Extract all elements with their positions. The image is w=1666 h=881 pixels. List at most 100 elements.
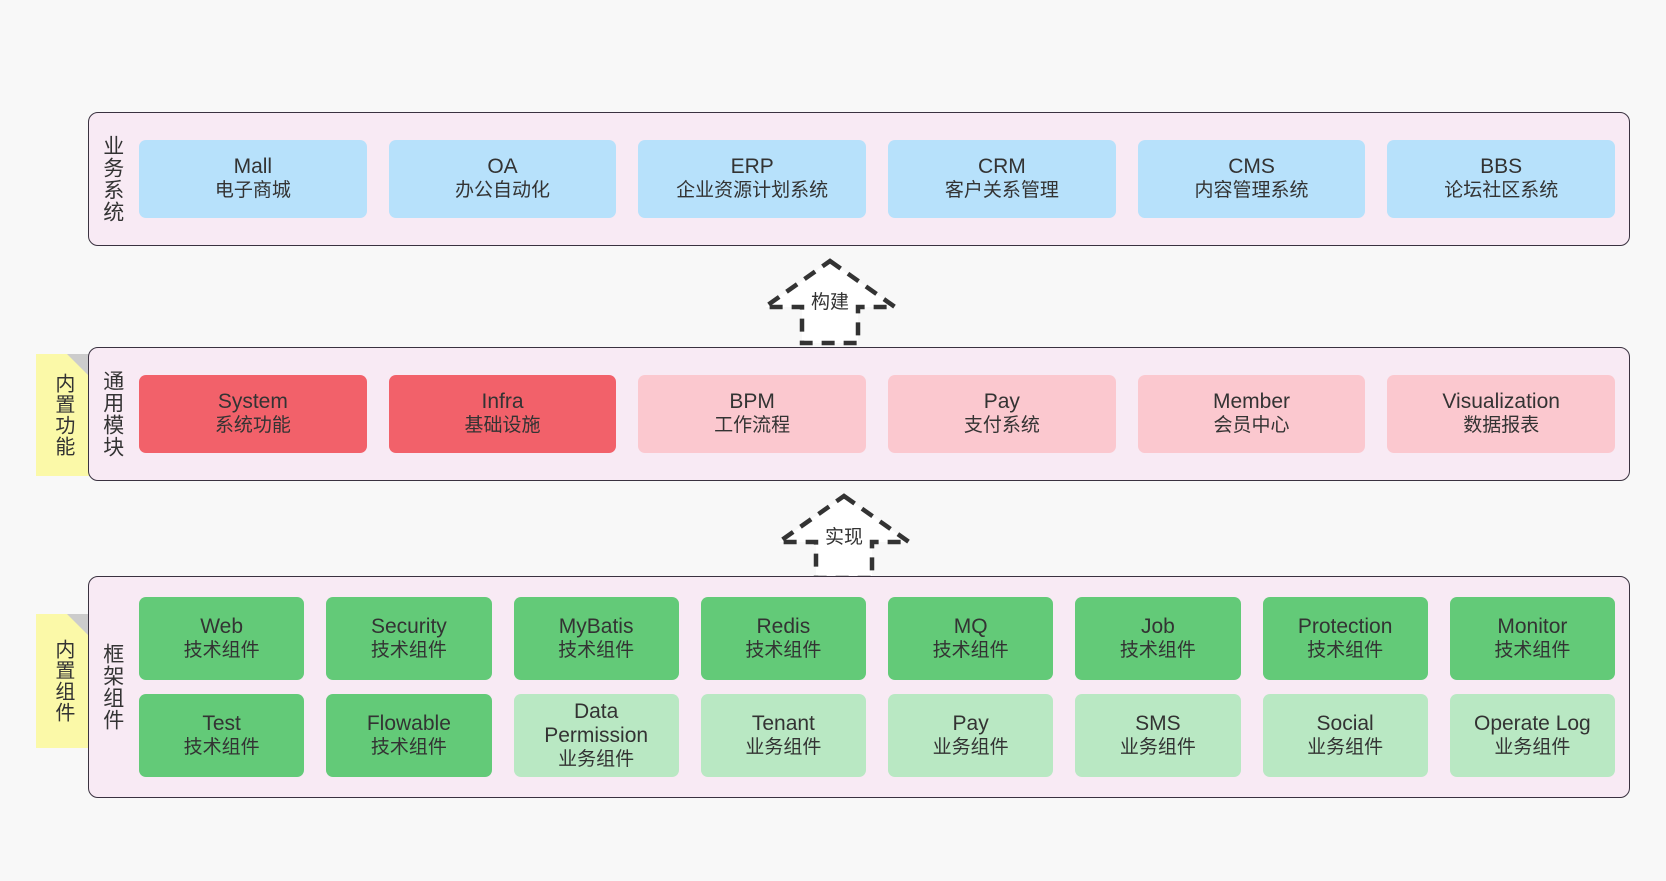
- node-subtitle: 办公自动化: [455, 180, 551, 202]
- node-title: Mall: [233, 155, 273, 179]
- node-mall[interactable]: Mall 电子商城: [139, 140, 367, 218]
- node-monitor[interactable]: Monitor 技术组件: [1449, 597, 1615, 680]
- node-title: Flowable: [366, 711, 451, 735]
- node-test[interactable]: Test 技术组件: [139, 694, 305, 777]
- node-title: CRM: [977, 155, 1026, 179]
- node-title: Operate Log: [1473, 711, 1591, 735]
- node-crm[interactable]: CRM 客户关系管理: [888, 140, 1116, 218]
- node-title: Protection: [1297, 614, 1393, 638]
- node-protection[interactable]: Protection 技术组件: [1262, 597, 1428, 680]
- node-row: Web 技术组件 Security 技术组件 MyBatis 技术组件 Redi…: [139, 597, 1615, 680]
- node-system[interactable]: System 系统功能: [139, 375, 367, 453]
- node-mq[interactable]: MQ 技术组件: [888, 597, 1054, 680]
- node-security[interactable]: Security 技术组件: [326, 597, 492, 680]
- node-title: OA: [487, 155, 518, 179]
- node-operate-log[interactable]: Operate Log 业务组件: [1449, 694, 1615, 777]
- sticky-note-label: 内置功能: [51, 373, 74, 457]
- node-title: Test: [202, 711, 241, 735]
- node-subtitle: 业务组件: [1119, 736, 1196, 758]
- node-subtitle: 电子商城: [214, 180, 291, 202]
- node-subtitle: 工作流程: [714, 415, 791, 437]
- node-redis[interactable]: Redis 技术组件: [700, 597, 866, 680]
- layer-title-business-systems: 业务系统: [100, 135, 124, 223]
- arrow-build: 构建: [755, 255, 905, 347]
- node-title: SMS: [1135, 711, 1181, 735]
- node-title: CMS: [1228, 155, 1275, 179]
- node-title: Monitor: [1497, 614, 1568, 638]
- layer-framework-components: 框架组件 Web 技术组件 Security 技术组件 MyBatis 技术组件…: [88, 576, 1630, 798]
- node-subtitle: 内容管理系统: [1194, 180, 1309, 202]
- node-job[interactable]: Job 技术组件: [1075, 597, 1241, 680]
- node-subtitle: 技术组件: [370, 736, 447, 758]
- node-flowable[interactable]: Flowable 技术组件: [326, 694, 492, 777]
- node-subtitle: 技术组件: [1494, 639, 1571, 661]
- node-title: Social: [1316, 711, 1374, 735]
- node-subtitle: 技术组件: [558, 639, 635, 661]
- node-subtitle: 会员中心: [1213, 415, 1290, 437]
- node-subtitle: 技术组件: [932, 639, 1009, 661]
- node-data-permission[interactable]: Data Permission 业务组件: [513, 694, 679, 777]
- arrow-implement-label: 实现: [824, 527, 863, 548]
- node-oa[interactable]: OA 办公自动化: [388, 140, 617, 218]
- node-title: Pay: [952, 711, 989, 735]
- node-subtitle: 企业资源计划系统: [676, 180, 829, 202]
- node-title: MyBatis: [558, 614, 634, 638]
- node-mybatis[interactable]: MyBatis 技术组件: [513, 597, 679, 680]
- node-tenant[interactable]: Tenant 业务组件: [700, 694, 866, 777]
- node-row: Test 技术组件 Flowable 技术组件 Data Permission …: [139, 694, 1615, 777]
- node-subtitle: 客户关系管理: [944, 180, 1059, 202]
- node-subtitle: 技术组件: [1307, 639, 1384, 661]
- node-title: Redis: [756, 614, 811, 638]
- node-web[interactable]: Web 技术组件: [139, 597, 305, 680]
- node-title: Infra: [481, 390, 524, 414]
- layer-title-common-modules: 通用模块: [100, 370, 124, 458]
- sticky-note-builtin-features: 内置功能: [36, 354, 89, 476]
- node-sms[interactable]: SMS 业务组件: [1075, 694, 1241, 777]
- node-subtitle: 支付系统: [963, 415, 1040, 437]
- node-subtitle: 数据报表: [1463, 415, 1540, 437]
- layer-body-common-modules: System 系统功能 Infra 基础设施 BPM 工作流程 Pay 支付系统…: [135, 348, 1629, 480]
- node-title: Tenant: [751, 711, 815, 735]
- node-erp[interactable]: ERP 企业资源计划系统: [638, 140, 867, 218]
- node-social[interactable]: Social 业务组件: [1262, 694, 1428, 777]
- node-pay-module[interactable]: Pay 支付系统: [888, 375, 1116, 453]
- node-infra[interactable]: Infra 基础设施: [388, 375, 617, 453]
- node-subtitle: 业务组件: [745, 736, 822, 758]
- layer-business-systems: 业务系统 Mall 电子商城 OA 办公自动化 ERP 企业资源计划系统 CRM…: [88, 112, 1630, 246]
- node-bbs[interactable]: BBS 论坛社区系统: [1387, 140, 1616, 218]
- node-subtitle: 论坛社区系统: [1444, 180, 1559, 202]
- node-title: Web: [200, 614, 244, 638]
- node-subtitle: 业务组件: [1494, 736, 1571, 758]
- node-title: Security: [370, 614, 447, 638]
- sticky-note-label: 内置组件: [51, 639, 74, 723]
- node-row: Mall 电子商城 OA 办公自动化 ERP 企业资源计划系统 CRM 客户关系…: [139, 140, 1616, 218]
- sticky-note-builtin-components: 内置组件: [36, 614, 89, 748]
- node-subtitle: 业务组件: [558, 749, 635, 771]
- node-row: System 系统功能 Infra 基础设施 BPM 工作流程 Pay 支付系统…: [139, 375, 1616, 453]
- node-subtitle: 基础设施: [464, 415, 541, 437]
- node-title: Job: [1140, 614, 1175, 638]
- node-cms[interactable]: CMS 内容管理系统: [1137, 140, 1366, 218]
- node-pay-component[interactable]: Pay 业务组件: [888, 694, 1054, 777]
- node-subtitle: 技术组件: [1119, 639, 1196, 661]
- node-subtitle: 技术组件: [370, 639, 447, 661]
- node-subtitle: 技术组件: [183, 736, 260, 758]
- node-title: ERP: [730, 155, 774, 179]
- node-title: System: [217, 390, 288, 414]
- node-title: Visualization: [1442, 390, 1560, 414]
- node-subtitle: 业务组件: [1307, 736, 1384, 758]
- node-visualization[interactable]: Visualization 数据报表: [1387, 375, 1616, 453]
- node-title: BBS: [1480, 155, 1523, 179]
- node-subtitle: 业务组件: [932, 736, 1009, 758]
- layer-body-business-systems: Mall 电子商城 OA 办公自动化 ERP 企业资源计划系统 CRM 客户关系…: [135, 113, 1629, 245]
- layer-title-framework-components: 框架组件: [100, 643, 124, 731]
- node-title: BPM: [729, 390, 775, 414]
- node-bpm[interactable]: BPM 工作流程: [638, 375, 867, 453]
- node-member[interactable]: Member 会员中心: [1137, 375, 1366, 453]
- node-title: Member: [1213, 390, 1291, 414]
- node-title: Pay: [983, 390, 1020, 414]
- node-title: MQ: [953, 614, 988, 638]
- arrow-build-label: 构建: [810, 292, 849, 313]
- layer-body-framework-components: Web 技术组件 Security 技术组件 MyBatis 技术组件 Redi…: [135, 577, 1629, 797]
